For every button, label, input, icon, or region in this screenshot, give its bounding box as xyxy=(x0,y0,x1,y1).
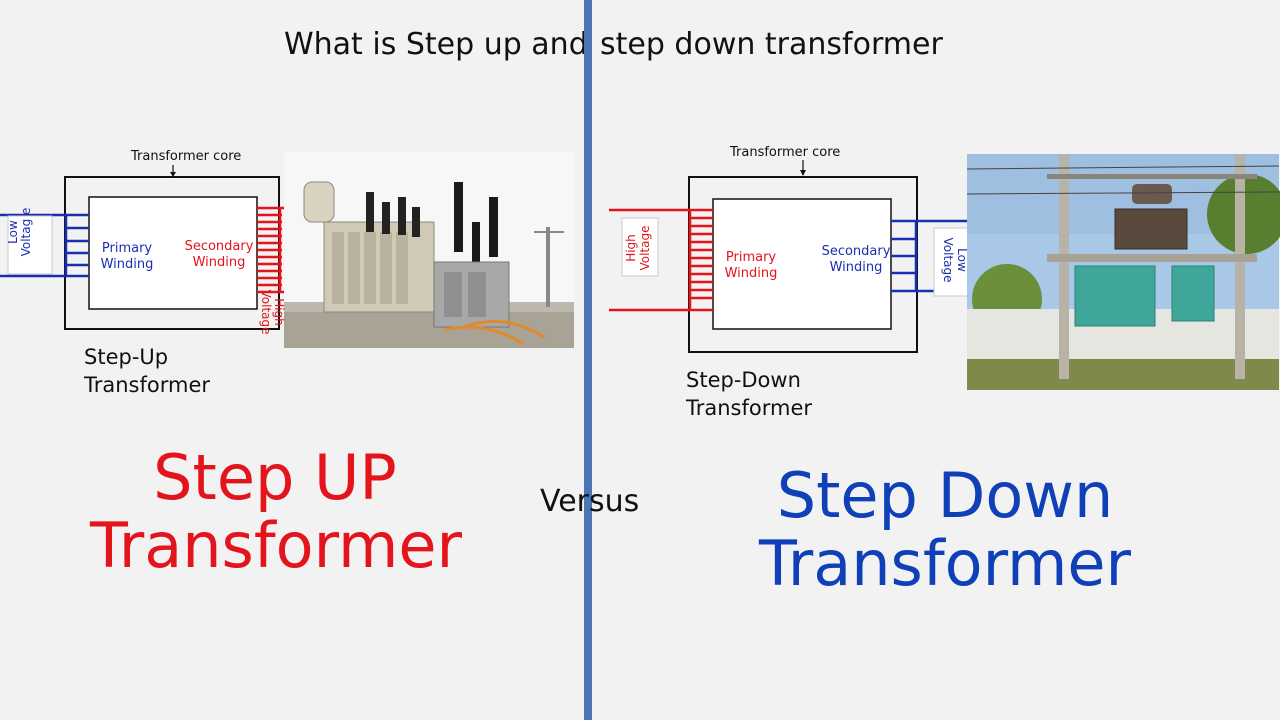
step-up-secondary-label: Secondary Winding xyxy=(184,239,254,270)
step-down-caption-2: Transformer xyxy=(686,396,813,420)
step-up-photo xyxy=(284,152,574,348)
step-down-photo xyxy=(966,154,1280,390)
step-up-core-label: Transformer core xyxy=(131,149,242,164)
step-down-core-label: Transformer core xyxy=(730,145,841,160)
step-up-core-window xyxy=(88,196,258,310)
versus-label: Versus xyxy=(540,484,640,519)
step-down-diagram xyxy=(609,160,985,353)
center-divider xyxy=(584,0,592,720)
step-down-caption-1: Step-Down xyxy=(686,368,801,392)
step-down-primary-winding xyxy=(609,208,713,312)
step-up-primary-winding xyxy=(0,213,89,278)
step-down-secondary-label: Secondary Winding xyxy=(821,244,891,275)
step-up-caption-1: Step-Up xyxy=(84,345,169,369)
step-up-big-title-1: Step UP xyxy=(153,441,397,514)
step-down-core-window xyxy=(712,198,892,330)
step-down-high-voltage-label: High Voltage xyxy=(624,225,652,271)
step-up-big-title-2: Transformer xyxy=(90,509,463,582)
step-down-primary-label: Primary Winding xyxy=(724,250,778,281)
step-down-low-voltage-label: Low Voltage xyxy=(941,237,969,283)
title-right: step down transformer xyxy=(600,27,943,62)
step-down-big-title-2: Transformer xyxy=(758,527,1132,600)
title-left: What is Step up and xyxy=(284,27,588,62)
step-up-diagram xyxy=(0,165,320,330)
step-up-primary-label: Primary Winding xyxy=(100,241,154,272)
step-up-low-voltage-label: Low Voltag e xyxy=(6,207,33,257)
step-down-big-title-1: Step Down xyxy=(776,459,1114,532)
step-up-high-voltage-label: High Voltage xyxy=(259,289,286,335)
step-up-caption-2: Transformer xyxy=(84,373,211,397)
